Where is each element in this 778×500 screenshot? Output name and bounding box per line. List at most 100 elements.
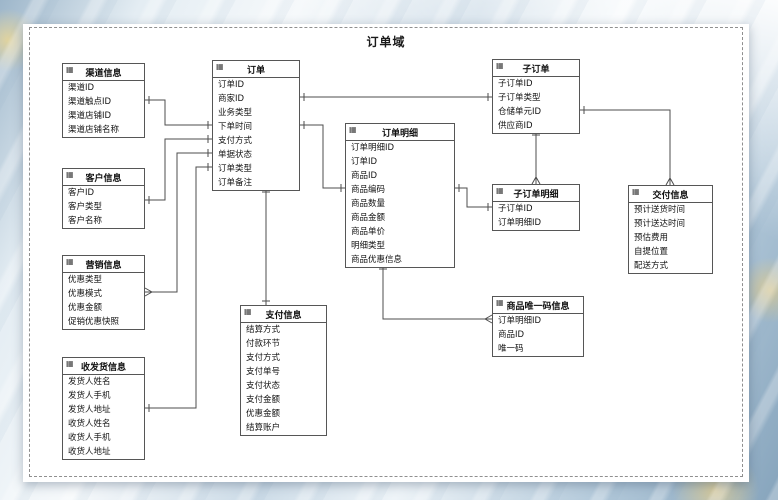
connector-layer xyxy=(144,93,675,412)
connector-order-to-suborder xyxy=(300,93,492,101)
entity-field: 子订单类型 xyxy=(498,93,541,103)
entity-field: 仓储单元ID xyxy=(498,107,542,117)
entity-field: 客户类型 xyxy=(68,202,103,212)
entity-marketing-info[interactable]: ▦ 营销信息 优惠类型优惠模式优惠金额促销优惠快照 xyxy=(62,255,145,330)
entity-field: 订单备注 xyxy=(218,178,253,188)
entity-header: ▦ 订单 xyxy=(213,61,299,78)
table-grid-icon: ▦ xyxy=(66,65,74,74)
table-grid-icon: ▦ xyxy=(66,170,74,179)
entity-field: 商家ID xyxy=(218,94,245,104)
entity-field: 优惠金额 xyxy=(246,409,281,419)
entity-header: ▦ 子订单明细 xyxy=(493,185,579,202)
entity-field: 渠道店铺ID xyxy=(68,111,112,121)
entity-field: 唯一码 xyxy=(498,344,524,354)
entity-field: 收货人姓名 xyxy=(68,419,111,429)
entity-field: 结算账户 xyxy=(246,423,281,433)
entity-field: 渠道店铺名称 xyxy=(68,125,120,135)
entity-field: 渠道ID xyxy=(68,83,95,93)
connector-customer-to-order xyxy=(145,135,212,204)
entity-title: 子订单明细 xyxy=(513,189,559,200)
connector-order-to-payment xyxy=(262,188,270,305)
domain-title: 订单域 xyxy=(366,35,406,49)
table-grid-icon: ▦ xyxy=(349,125,357,134)
entity-field: 自提位置 xyxy=(634,247,669,257)
entity-field: 单据状态 xyxy=(218,150,253,160)
connector-orderdetail-to-suborderdetail xyxy=(455,184,492,211)
entity-field: 结算方式 xyxy=(246,325,281,335)
entity-field: 商品金额 xyxy=(351,213,386,223)
entity-field: 商品编码 xyxy=(351,185,386,195)
entity-shipping-info[interactable]: ▦ 收发货信息 发货人姓名发货人手机发货人地址收货人姓名收货人手机收货人地址 xyxy=(62,357,145,460)
entity-title: 客户信息 xyxy=(85,173,122,184)
entity-fields: 预计送货时间预计送达时间预估费用自提位置配送方式 xyxy=(629,203,712,273)
diagram-canvas: 订单域 ▦ 渠道信息 渠道ID 渠道触点ID 渠道店铺ID 渠道店铺名称 ▦ 客户信息… xyxy=(23,24,749,482)
table-grid-icon: ▦ xyxy=(496,61,504,70)
entity-field: 订单ID xyxy=(351,157,378,167)
entity-payment-info[interactable]: ▦ 支付信息 结算方式付款环节支付方式支付单号支付状态支付金额优惠金额结算账户 xyxy=(240,305,327,436)
entity-field: 客户ID xyxy=(68,188,95,198)
entity-title: 订单明细 xyxy=(381,128,418,139)
entity-fields: 优惠类型优惠模式优惠金额促销优惠快照 xyxy=(63,273,144,329)
entity-title: 订单 xyxy=(246,65,265,76)
entity-field: 商品优惠信息 xyxy=(351,255,403,265)
table-grid-icon: ▦ xyxy=(496,298,504,307)
entity-fields: 结算方式付款环节支付方式支付单号支付状态支付金额优惠金额结算账户 xyxy=(241,323,326,435)
entity-header: ▦ 交付信息 xyxy=(629,186,712,203)
entity-fields: 订单明细ID 订单ID 商品ID 商品编码商品数量商品金额商品单价明细类型商品优惠信息 xyxy=(346,141,454,267)
connector-suborder-to-delivery xyxy=(580,106,675,186)
entity-title: 收发货信息 xyxy=(80,362,126,373)
table-grid-icon: ▦ xyxy=(496,186,504,195)
entity-field: 预计送货时间 xyxy=(634,205,686,215)
entity-field: 订单明细ID xyxy=(498,316,542,326)
entity-title: 商品唯一码信息 xyxy=(506,301,570,312)
entity-order-detail[interactable]: ▦ 订单明细 订单明细ID 订单ID 商品ID 商品编码商品数量商品金额商品单价明细类… xyxy=(345,123,455,268)
entity-header: ▦ 订单明细 xyxy=(346,124,454,141)
entity-field: 预估费用 xyxy=(634,233,669,243)
entity-field: 子订单ID xyxy=(498,204,533,214)
entity-title: 支付信息 xyxy=(265,310,302,321)
entity-field: 优惠模式 xyxy=(68,289,103,299)
entity-header: ▦ 收发货信息 xyxy=(63,358,144,375)
entity-field: 支付状态 xyxy=(246,381,281,391)
entity-field: 预计送达时间 xyxy=(634,219,686,229)
entity-field: 渠道触点ID xyxy=(68,97,112,107)
entity-field: 供应商ID xyxy=(498,121,533,131)
connector-channel-to-order xyxy=(145,96,212,129)
entity-field: 商品数量 xyxy=(351,199,386,209)
entity-field: 发货人地址 xyxy=(68,405,111,415)
table-grid-icon: ▦ xyxy=(216,62,224,71)
entity-field: 优惠金额 xyxy=(68,303,103,313)
entity-field: 收货人地址 xyxy=(68,447,111,457)
entity-field: 发货人手机 xyxy=(68,391,111,401)
entity-field: 配送方式 xyxy=(634,261,669,271)
table-grid-icon: ▦ xyxy=(244,307,252,316)
entity-field: 商品单价 xyxy=(351,227,386,237)
connector-marketing-to-order xyxy=(144,149,212,297)
entity-title: 渠道信息 xyxy=(85,68,122,79)
entity-field: 支付金额 xyxy=(246,395,281,405)
entity-delivery-info[interactable]: ▦ 交付信息 预计送货时间预计送达时间预估费用自提位置配送方式 xyxy=(628,185,713,274)
entity-fields: 渠道ID 渠道触点ID 渠道店铺ID 渠道店铺名称 xyxy=(63,81,144,137)
entity-field: 明细类型 xyxy=(351,241,386,251)
entity-field: 支付方式 xyxy=(218,136,253,146)
entity-field: 促销优惠快照 xyxy=(68,317,120,327)
entity-field: 订单明细ID xyxy=(351,143,395,153)
entity-channel-info[interactable]: ▦ 渠道信息 渠道ID 渠道触点ID 渠道店铺ID 渠道店铺名称 xyxy=(62,63,145,138)
table-grid-icon: ▦ xyxy=(632,187,640,196)
entity-header: ▦ 客户信息 xyxy=(63,169,144,186)
entity-field: 业务类型 xyxy=(218,108,253,118)
entity-header: ▦ 支付信息 xyxy=(241,306,326,323)
entity-field: 发货人姓名 xyxy=(68,377,111,387)
connector-order-to-orderdetail xyxy=(300,121,345,192)
entity-field: 商品ID xyxy=(351,171,378,181)
entity-fields: 发货人姓名发货人手机发货人地址收货人姓名收货人手机收货人地址 xyxy=(63,375,144,459)
